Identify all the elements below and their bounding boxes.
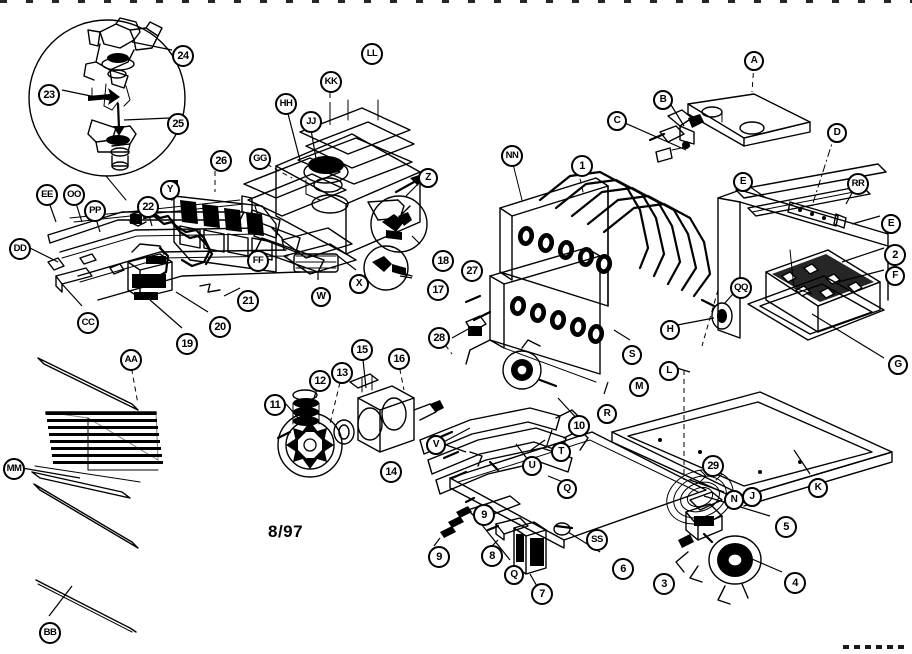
callout-23: 23 xyxy=(38,84,60,106)
center-top-housing-group xyxy=(241,84,428,291)
callout-V: V xyxy=(426,435,446,455)
callout-AA: AA xyxy=(120,349,142,371)
callout-HH: HH xyxy=(275,93,297,115)
callout-EE: EE xyxy=(36,184,58,206)
callout-1: 1 xyxy=(571,155,593,177)
callout-X: X xyxy=(349,274,369,294)
callout-29: 29 xyxy=(702,455,724,477)
callout-H: H xyxy=(660,320,680,340)
date-stamp: 8/97 xyxy=(268,522,304,541)
callout-12: 12 xyxy=(309,370,331,392)
callout-5: 5 xyxy=(775,516,797,538)
callout-Q: Q xyxy=(557,479,577,499)
callout-8: 8 xyxy=(481,545,503,567)
callout-G: G xyxy=(888,355,908,375)
callout-27: 27 xyxy=(461,260,483,282)
callout-10: 10 xyxy=(568,415,590,437)
callout-20: 20 xyxy=(209,316,231,338)
callout-7: 7 xyxy=(531,583,553,605)
callout-13: 13 xyxy=(331,362,353,384)
base-components-group xyxy=(431,429,783,605)
callout-17: 17 xyxy=(427,279,449,301)
callout-D: D xyxy=(827,123,847,143)
callout-15: 15 xyxy=(351,339,373,361)
scan-edge-top xyxy=(0,0,912,3)
callout-S: S xyxy=(622,345,642,365)
heat-exchanger-group xyxy=(451,159,712,423)
callout-9: 9 xyxy=(428,546,450,568)
callout-26: 26 xyxy=(210,150,232,172)
callout-DD: DD xyxy=(9,238,31,260)
callout-MM: MM xyxy=(3,458,25,480)
callout-NN: NN xyxy=(501,145,523,167)
callout-SS: SS xyxy=(586,529,608,551)
detail-circle-group xyxy=(28,17,186,201)
callout-GG: GG xyxy=(249,148,271,170)
callout-CC: CC xyxy=(77,312,99,334)
left-panels-group xyxy=(31,357,163,633)
callout-C: C xyxy=(607,111,627,131)
callout-K: K xyxy=(808,478,828,498)
callout-16: 16 xyxy=(388,348,410,370)
callout-24: 24 xyxy=(172,45,194,67)
callout-Q: Q xyxy=(504,565,524,585)
callout-21: 21 xyxy=(237,290,259,312)
callout-4: 4 xyxy=(784,572,806,594)
callout-PP: PP xyxy=(84,200,106,222)
callout-11: 11 xyxy=(264,394,286,416)
scan-edge-bottom-right xyxy=(843,645,909,649)
callout-LL: LL xyxy=(361,43,383,65)
callout-25: 25 xyxy=(167,113,189,135)
callout-BB: BB xyxy=(39,622,61,644)
callout-9: 9 xyxy=(473,504,495,526)
callout-FF: FF xyxy=(247,250,269,272)
callout-J: J xyxy=(742,487,762,507)
callout-28: 28 xyxy=(428,327,450,349)
callout-14: 14 xyxy=(380,461,402,483)
callout-E: E xyxy=(881,214,901,234)
callout-W: W xyxy=(311,287,331,307)
callout-F: F xyxy=(885,266,905,286)
callout-2: 2 xyxy=(884,244,906,266)
callout-E: E xyxy=(733,172,753,192)
callout-19: 19 xyxy=(176,333,198,355)
callout-R: R xyxy=(597,404,617,424)
callout-JJ: JJ xyxy=(300,111,322,133)
callout-Y: Y xyxy=(160,180,180,200)
callout-T: T xyxy=(551,442,571,462)
callout-A: A xyxy=(744,51,764,71)
callout-18: 18 xyxy=(432,250,454,272)
callout-B: B xyxy=(653,90,673,110)
callout-QQ: QQ xyxy=(730,277,752,299)
callout-3: 3 xyxy=(653,573,675,595)
left-manifold-group xyxy=(21,162,301,617)
callout-M: M xyxy=(629,377,649,397)
callout-22: 22 xyxy=(137,196,159,218)
callout-U: U xyxy=(522,456,542,476)
callout-KK: KK xyxy=(320,71,342,93)
callout-Z: Z xyxy=(418,168,438,188)
callout-RR: RR xyxy=(847,173,869,195)
callout-6: 6 xyxy=(612,558,634,580)
cabinet-top-group xyxy=(611,63,893,507)
callout-OO: OO xyxy=(63,184,85,206)
callout-N: N xyxy=(724,490,744,510)
callout-L: L xyxy=(659,361,679,381)
